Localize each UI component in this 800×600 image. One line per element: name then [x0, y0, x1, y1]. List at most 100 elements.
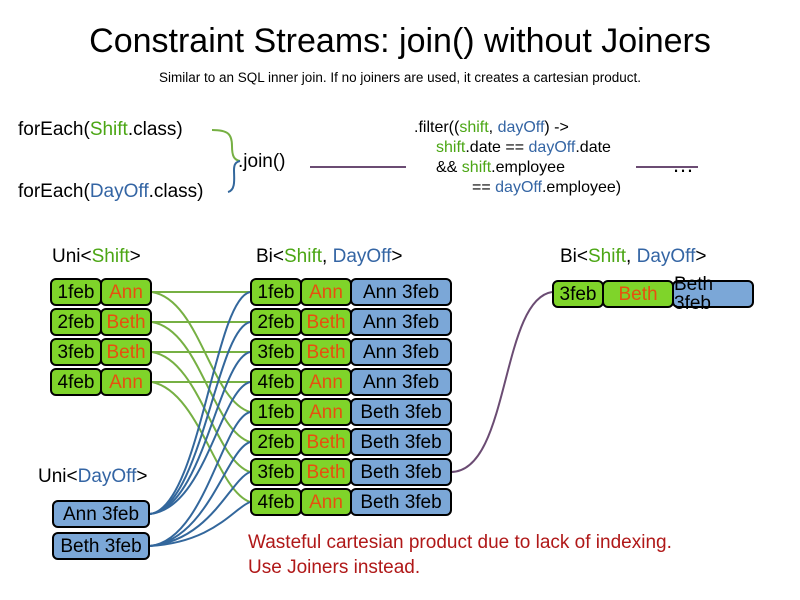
cartesian-shift-date: 3feb	[250, 338, 302, 366]
warning-line-1: Wasteful cartesian product due to lack o…	[248, 532, 672, 553]
for-each-shift-type: Shift	[89, 119, 128, 140]
cartesian-shift-date: 2feb	[250, 428, 302, 456]
cartesian-dayoff: Beth 3feb	[350, 458, 452, 486]
filter-arrow: ) ->	[544, 119, 569, 136]
filter-l2-dayoff: dayOff	[528, 139, 576, 156]
for-each-dayoff-prefix: forEach(	[18, 181, 90, 202]
caption-bi-middle-type-b: DayOff	[332, 246, 392, 267]
cartesian-shift-employee: Beth	[300, 428, 352, 456]
shift-employee: Ann	[100, 368, 152, 396]
cartesian-shift-employee: Ann	[300, 368, 352, 396]
page-title: Constraint Streams: join() without Joine…	[89, 22, 711, 60]
caption-uni-shift: Uni<Shift>	[52, 246, 141, 268]
shift-row[interactable]: 1feb Ann	[50, 278, 152, 306]
result-shift-employee: Beth	[602, 280, 674, 308]
caption-bi-right-sep: ,	[626, 246, 637, 267]
cartesian-row[interactable]: 3feb Beth Ann 3feb	[250, 338, 452, 366]
dayoff-label: Beth 3feb	[52, 532, 150, 560]
for-each-dayoff-suffix: .class)	[148, 181, 204, 202]
cartesian-shift-employee: Beth	[300, 338, 352, 366]
cartesian-row[interactable]: 1feb Ann Ann 3feb	[250, 278, 452, 306]
cartesian-dayoff: Ann 3feb	[350, 308, 452, 336]
pipeline-ellipsis: …	[672, 152, 696, 177]
cartesian-row[interactable]: 1feb Ann Beth 3feb	[250, 398, 452, 426]
filter-param-sep: ,	[488, 119, 498, 136]
caption-bi-right-prefix: Bi<	[560, 246, 588, 267]
cartesian-shift-employee: Ann	[300, 488, 352, 516]
cartesian-shift-date: 1feb	[250, 278, 302, 306]
page-subtitle: Similar to an SQL inner join. If no join…	[159, 70, 641, 85]
filter-l3-and: &&	[436, 159, 462, 176]
caption-bi-middle-type-a: Shift	[284, 246, 323, 267]
for-each-dayoff-code: forEach(DayOff.class)	[18, 180, 204, 204]
shift-row[interactable]: 2feb Beth	[50, 308, 152, 336]
dayoff-row[interactable]: Beth 3feb	[52, 532, 150, 560]
cartesian-row[interactable]: 2feb Beth Ann 3feb	[250, 308, 452, 336]
cartesian-shift-date: 1feb	[250, 398, 302, 426]
caption-bi-right-suffix: >	[695, 246, 707, 267]
filter-code-block: .filter((shift, dayOff) -> shift.date ==…	[414, 118, 621, 198]
cartesian-dayoff: Ann 3feb	[350, 338, 452, 366]
caption-uni-dayoff-type: DayOff	[77, 466, 137, 487]
filter-l4-dayoff: dayOff	[495, 179, 542, 196]
cartesian-shift-employee: Ann	[300, 398, 352, 426]
filter-l2-mid: .date ==	[465, 139, 529, 156]
cartesian-dayoff: Ann 3feb	[350, 278, 452, 306]
filter-param-dayoff: dayOff	[497, 119, 545, 136]
dayoff-label: Ann 3feb	[52, 500, 150, 528]
result-dayoff: Beth 3feb	[672, 275, 754, 313]
filter-l4-end: .employee)	[541, 179, 622, 196]
caption-bi-right-type-a: Shift	[588, 246, 627, 267]
shift-row[interactable]: 4feb Ann	[50, 368, 152, 396]
filter-param-shift: shift	[459, 119, 489, 136]
caption-bi-middle: Bi<Shift, DayOff>	[256, 246, 402, 268]
caption-uni-shift-suffix: >	[129, 246, 141, 267]
for-each-shift-code: forEach(Shift.class)	[18, 118, 183, 142]
filter-l4-eq: ==	[472, 179, 496, 196]
warning-line-2: Use Joiners instead.	[248, 557, 421, 579]
shift-date: 3feb	[50, 338, 102, 366]
filter-l3-end: .employee	[491, 159, 565, 176]
cartesian-dayoff: Beth 3feb	[350, 428, 452, 456]
pipeline-segment-right	[636, 166, 698, 168]
result-row[interactable]: 3feb Beth Beth 3feb	[552, 275, 754, 313]
cartesian-shift-employee: Beth	[300, 458, 352, 486]
filter-l3-shift: shift	[461, 159, 492, 176]
shift-date: 1feb	[50, 278, 102, 306]
warning-text: Wasteful cartesian product due to lack o…	[248, 530, 672, 580]
caption-uni-dayoff-suffix: >	[136, 466, 148, 487]
caption-bi-right: Bi<Shift, DayOff>	[560, 246, 706, 268]
shift-date: 4feb	[50, 368, 102, 396]
shift-row[interactable]: 3feb Beth	[50, 338, 152, 366]
cartesian-dayoff: Beth 3feb	[350, 398, 452, 426]
cartesian-shift-date: 3feb	[250, 458, 302, 486]
shift-employee: Beth	[100, 338, 152, 366]
join-label: .join()	[238, 151, 286, 172]
filter-open: .filter((	[414, 119, 460, 136]
for-each-shift-prefix: forEach(	[18, 119, 90, 140]
filter-line-4: == dayOff.employee)	[414, 178, 621, 198]
for-each-dayoff-type: DayOff	[89, 181, 149, 202]
cartesian-shift-date: 4feb	[250, 488, 302, 516]
caption-bi-middle-sep: ,	[322, 246, 333, 267]
shift-employee: Ann	[100, 278, 152, 306]
cartesian-row[interactable]: 4feb Ann Ann 3feb	[250, 368, 452, 396]
cartesian-row[interactable]: 3feb Beth Beth 3feb	[250, 458, 452, 486]
filter-l2-end: .date	[575, 139, 611, 156]
cartesian-shift-date: 2feb	[250, 308, 302, 336]
filter-line-1: .filter((shift, dayOff) ->	[414, 118, 621, 138]
cartesian-dayoff: Beth 3feb	[350, 488, 452, 516]
caption-bi-middle-prefix: Bi<	[256, 246, 284, 267]
for-each-shift-suffix: .class)	[127, 119, 183, 140]
dayoff-row[interactable]: Ann 3feb	[52, 500, 150, 528]
cartesian-dayoff: Ann 3feb	[350, 368, 452, 396]
filter-line-2: shift.date == dayOff.date	[414, 138, 621, 158]
cartesian-row[interactable]: 2feb Beth Beth 3feb	[250, 428, 452, 456]
caption-bi-middle-suffix: >	[391, 246, 403, 267]
pipeline-segment-left	[310, 166, 406, 168]
caption-uni-shift-prefix: Uni<	[52, 246, 92, 267]
shift-employee: Beth	[100, 308, 152, 336]
caption-uni-shift-type: Shift	[91, 246, 130, 267]
cartesian-row[interactable]: 4feb Ann Beth 3feb	[250, 488, 452, 516]
